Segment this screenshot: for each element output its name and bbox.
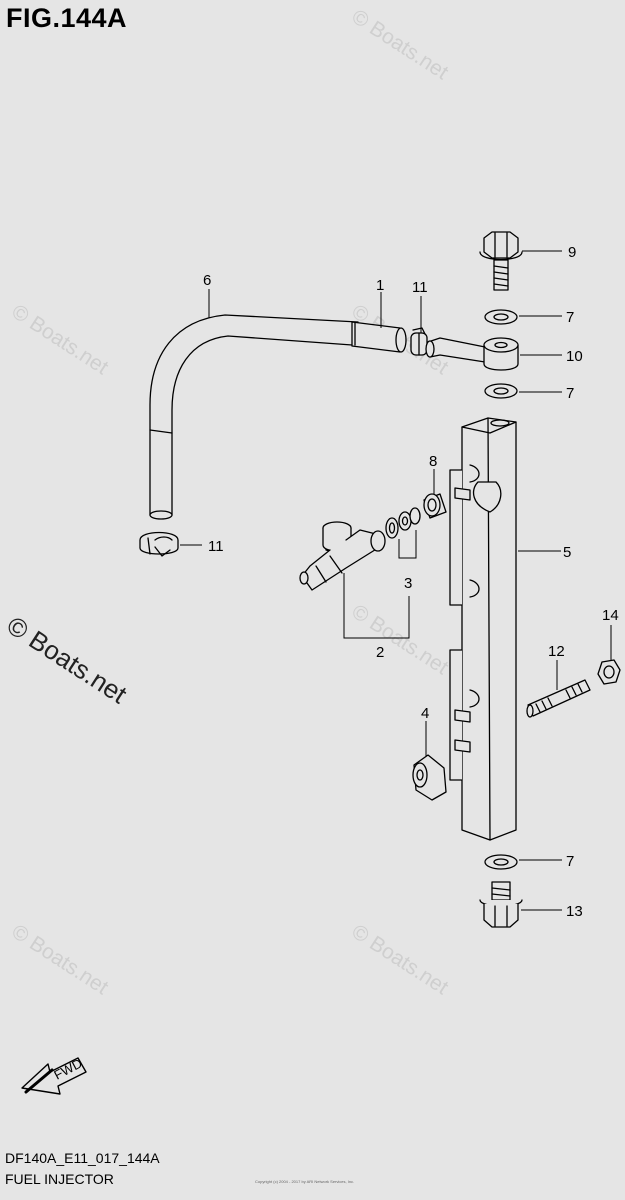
fuel-nipple[interactable] <box>425 337 486 363</box>
callout-4: 4 <box>421 705 429 722</box>
figure-title: FIG.144A <box>6 3 128 33</box>
callout-11-lower: 11 <box>208 538 224 555</box>
callout-8: 8 <box>429 453 437 470</box>
o-ring-part-3[interactable] <box>385 507 421 539</box>
diagram-code: DF140A_E11_017_144A <box>5 1150 160 1166</box>
callout-9: 9 <box>568 244 576 261</box>
fuel-injector-part-2[interactable] <box>299 521 386 591</box>
callout-13: 13 <box>566 903 583 920</box>
fuel-hose-part-6[interactable] <box>149 314 359 520</box>
callout-10: 10 <box>566 348 583 365</box>
fuel-rail-part-5[interactable] <box>449 417 517 841</box>
callout-3: 3 <box>404 575 412 592</box>
washer-part-7-middle[interactable] <box>484 383 518 399</box>
callout-12: 12 <box>548 643 565 660</box>
callout-5: 5 <box>563 544 571 561</box>
stud-bolt-part-12[interactable] <box>526 679 591 718</box>
callout-7-top: 7 <box>566 309 574 326</box>
callout-1: 1 <box>376 277 384 294</box>
cushion-part-4[interactable] <box>412 754 447 801</box>
banjo-fitting-part-10[interactable] <box>483 337 519 371</box>
copyright-note: Copyright (c) 2004 - 2017 by ARI Network… <box>255 1179 355 1184</box>
diagram-name: FUEL INJECTOR <box>5 1171 114 1187</box>
washer-part-7-bottom[interactable] <box>484 854 518 870</box>
banjo-bolt-part-9[interactable] <box>479 231 523 291</box>
callout-6: 6 <box>203 272 211 289</box>
callout-14: 14 <box>602 607 619 624</box>
hose-sleeve-part-1[interactable] <box>351 321 407 353</box>
callout-11-upper: 11 <box>412 279 428 296</box>
callout-7-middle: 7 <box>566 385 574 402</box>
hose-clamp-part-11-upper[interactable] <box>410 327 428 356</box>
plug-bolt-part-13[interactable] <box>479 881 523 928</box>
callout-7-bottom: 7 <box>566 853 574 870</box>
hose-clamp-part-11-lower[interactable] <box>139 531 179 557</box>
leader-lines <box>180 250 612 911</box>
grommet-part-8[interactable] <box>423 493 447 519</box>
washer-part-7-top[interactable] <box>484 309 518 325</box>
callout-2: 2 <box>376 644 384 661</box>
nut-part-14[interactable] <box>597 659 621 685</box>
fwd-arrow <box>21 1057 87 1095</box>
